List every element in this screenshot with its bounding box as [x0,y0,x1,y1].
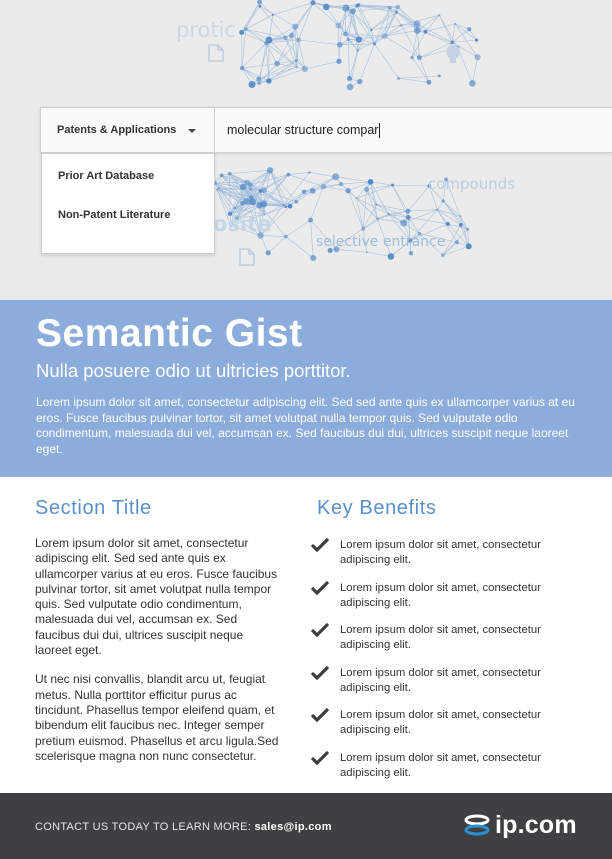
section-paragraph: Ut nec nisi convallis, blandit arcu ut, … [35,672,279,763]
ip-com-logo[interactable]: ip.com [464,810,577,840]
key-benefits-title: Key Benefits [317,497,437,519]
checkmark-icon [311,708,329,722]
floating-word-selective-entrance: selective entrance [316,234,446,250]
contact-cta: CONTACT US TODAY TO LEARN MORE: sales@ip… [35,821,332,833]
footer: CONTACT US TODAY TO LEARN MORE: sales@ip… [0,793,612,859]
benefit-item: Lorem ipsum dolor sit amet, consectetur … [311,538,571,572]
dropdown-item-prior-art-database[interactable]: Prior Art Database [58,170,155,182]
benefit-text: Lorem ipsum dolor sit amet, consectetur … [340,709,541,737]
search-input[interactable]: molecular structure compar [227,108,381,152]
molecule-network-graphic [212,0,481,262]
logo-wordmark: ip.com [495,810,577,839]
chevron-down-icon[interactable] [188,129,196,133]
floating-word-compounds: compounds [428,175,516,193]
checkmark-icon [311,751,329,765]
floating-word-proto: protic [176,18,236,42]
benefit-text: Lorem ipsum dolor sit amet, consectetur … [340,752,541,780]
benefit-item: Lorem ipsum dolor sit amet, consectetur … [311,708,571,742]
search-input-value: molecular structure compar [227,123,379,137]
ip-logo-icon [464,814,490,836]
section-title: Section Title [35,497,152,519]
benefit-text: Lorem ipsum dolor sit amet, consectetur … [340,582,541,610]
contact-cta-text: CONTACT US TODAY TO LEARN MORE: [35,821,252,833]
benefit-item: Lorem ipsum dolor sit amet, consectetur … [311,751,571,785]
search-bar: Patents & Applications molecular structu… [40,107,612,153]
banner-intro-text: Lorem ipsum dolor sit amet, consectetur … [36,395,575,456]
section-paragraph: Lorem ipsum dolor sit amet, consectetur … [35,536,278,658]
lightbulb-icon [446,45,460,63]
page-title: Semantic Gist [36,312,303,355]
category-select-label: Patents & Applications [57,124,177,136]
checkmark-icon [311,623,329,637]
contact-email-link[interactable]: sales@ip.com [254,821,332,833]
dropdown-item-non-patent-literature[interactable]: Non-Patent Literature [58,209,171,221]
section-body: Lorem ipsum dolor sit amet, consectetur … [35,536,283,764]
benefit-text: Lorem ipsum dolor sit amet, consectetur … [340,624,541,652]
text-cursor [379,122,381,138]
title-banner: Semantic Gist Nulla posuere odio ut ultr… [0,300,612,477]
benefit-item: Lorem ipsum dolor sit amet, consectetur … [311,666,571,700]
document-icon [239,248,255,266]
checkmark-icon [311,538,329,552]
benefit-item: Lorem ipsum dolor sit amet, consectetur … [311,623,571,657]
page-subtitle: Nulla posuere odio ut ultricies porttito… [36,360,351,381]
document-icon [208,44,224,62]
checkmark-icon [311,581,329,595]
checkmark-icon [311,666,329,680]
category-dropdown-menu: Prior Art Database Non-Patent Literature [41,153,215,254]
benefit-text: Lorem ipsum dolor sit amet, consectetur … [340,539,541,567]
benefit-item: Lorem ipsum dolor sit amet, consectetur … [311,581,571,615]
category-select[interactable]: Patents & Applications [41,108,215,152]
benefit-text: Lorem ipsum dolor sit amet, consectetur … [340,667,541,695]
hero-section: protic compounds posite selective entran… [0,0,612,300]
